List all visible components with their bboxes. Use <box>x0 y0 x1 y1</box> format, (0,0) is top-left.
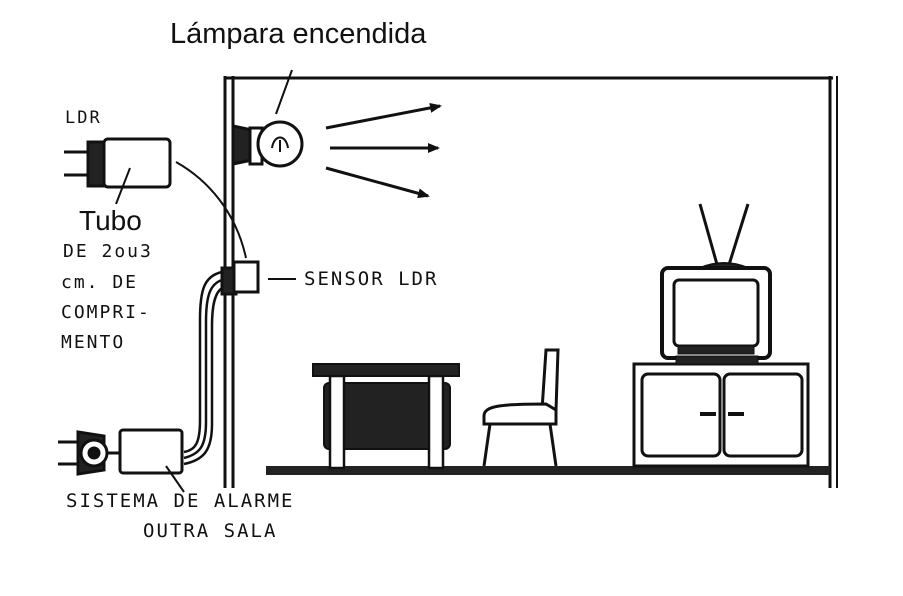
alarm-location-label: OUTRA SALA <box>143 520 278 542</box>
tube-description-line: cm. DE <box>61 272 139 293</box>
alarm-system-label: SISTEMA DE ALARME <box>66 490 295 512</box>
ldr-label: LDR <box>65 108 102 128</box>
sensor-ldr-label: SENSOR LDR <box>304 268 439 290</box>
cabinet-icon <box>632 362 810 468</box>
sensor-cables <box>183 270 223 466</box>
tube-description-line: MENTO <box>61 332 126 353</box>
ldr-component <box>64 137 172 189</box>
light-rays <box>325 102 442 199</box>
ldr-to-sensor-pointer <box>175 161 247 259</box>
tube-description-line: COMPRI- <box>61 302 151 323</box>
chair-icon <box>482 348 560 467</box>
television-icon <box>660 203 772 365</box>
alarm-box-icon <box>58 428 184 476</box>
lamp-title: Lámpara encendida <box>170 18 427 50</box>
lamp-icon <box>231 120 304 168</box>
table-icon <box>312 363 460 470</box>
floor <box>266 466 830 475</box>
tube-description-line: DE 2ou3 <box>63 241 153 262</box>
tubo-label: Tubo <box>79 205 142 236</box>
alarm-pointer-line <box>165 465 185 493</box>
tubo-pointer-line <box>115 167 131 205</box>
lamp-pointer-line <box>275 69 293 115</box>
sensor-ldr-icon <box>220 260 260 296</box>
